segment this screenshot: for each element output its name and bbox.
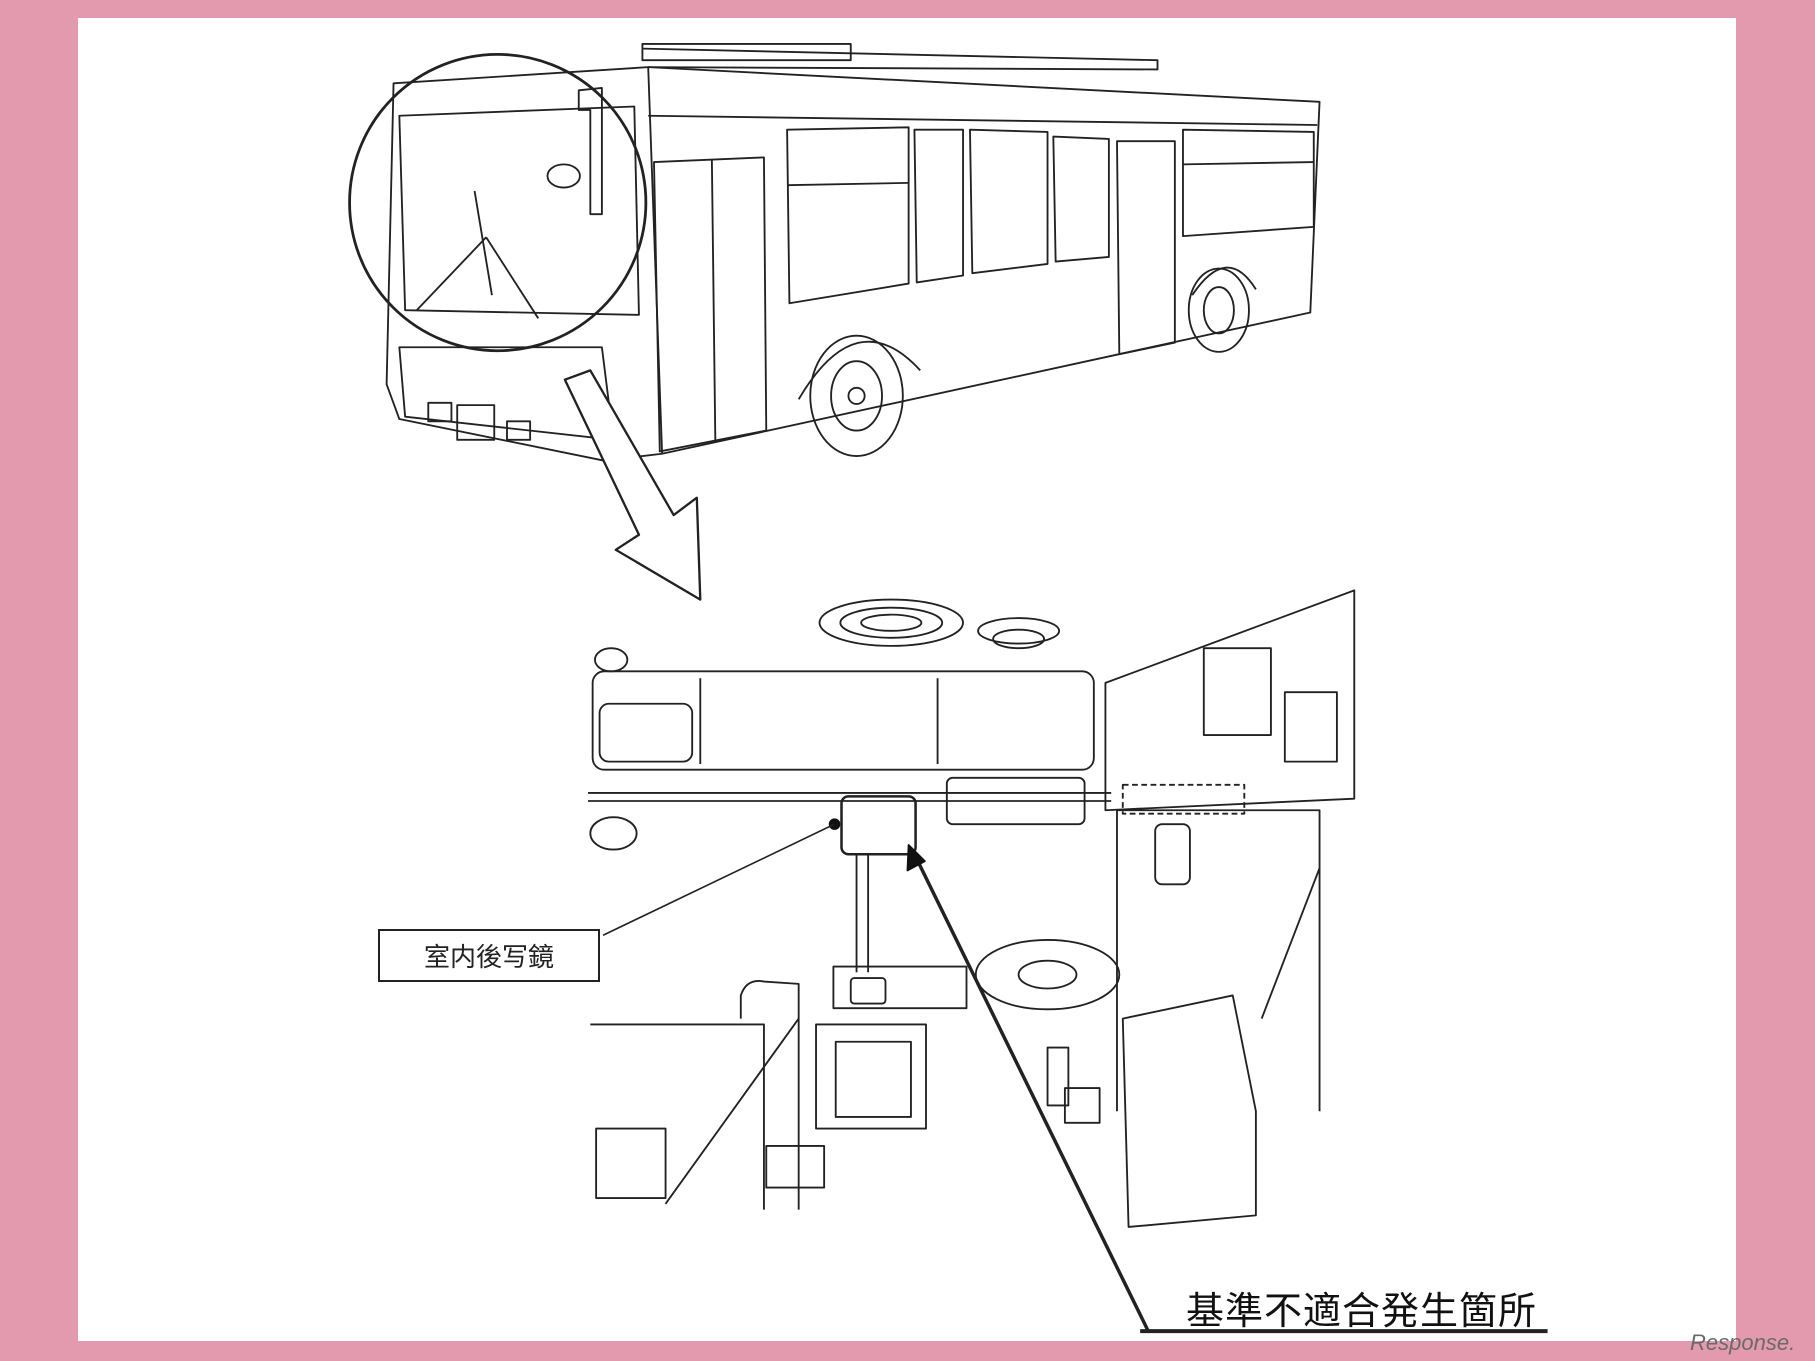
callout-label-box: 室内後写鏡 [378,929,600,982]
defect-arrow-line [912,853,1150,1332]
watermark-logo: Response. [1690,1330,1796,1355]
defect-arrowhead [906,844,926,872]
magnifier-circle [348,53,648,353]
interior-rear-view-mirror [840,795,917,856]
bus-interior-drawing [588,589,1356,1228]
callout-leader-line [602,823,835,936]
bus-exterior-drawing [385,43,1321,462]
callout-label: 室内後写鏡 [423,943,554,973]
defect-location-label: 基準不適合発生箇所 [1186,1289,1538,1333]
zoom-arrow [563,369,702,601]
